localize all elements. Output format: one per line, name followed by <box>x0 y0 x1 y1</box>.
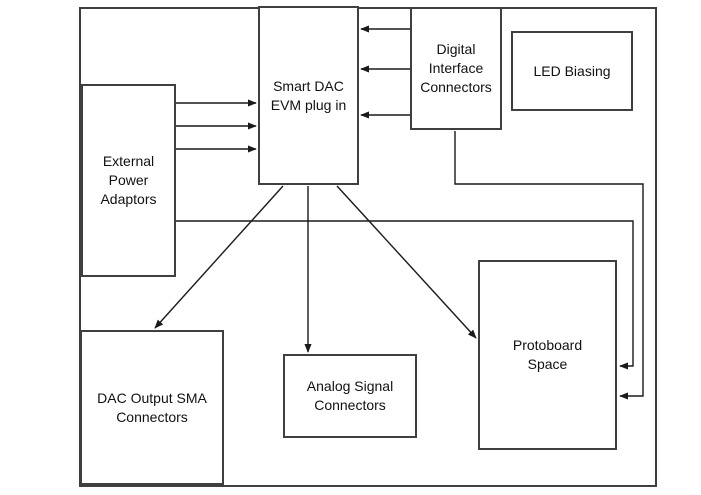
arrow-digital-to-protoboard <box>454 131 644 400</box>
box-digital-interface-connectors-label: Digital Interface Connectors <box>420 41 492 95</box>
box-analog-signal-connectors-label: Analog Signal Connectors <box>306 378 394 413</box>
box-protoboard-space: Protoboard Space <box>478 260 617 450</box>
box-external-power-adaptors-label: External Power Adaptors <box>100 153 157 207</box>
box-smart-dac-evm: Smart DAC EVM plug in <box>258 6 359 185</box>
arrow-dac-to-sma <box>154 185 284 329</box>
box-external-power-adaptors: External Power Adaptors <box>81 84 176 277</box>
box-smart-dac-evm-label: Smart DAC EVM plug in <box>270 77 347 113</box>
box-dac-output-sma-connectors: DAC Output SMA Connectors <box>80 330 224 485</box>
box-led-biasing: LED Biasing <box>511 31 633 111</box>
diagram-outer-border <box>79 7 657 487</box>
arrow-dac-to-protoboard <box>336 185 477 339</box>
box-analog-signal-connectors: Analog Signal Connectors <box>283 354 417 438</box>
box-digital-interface-connectors: Digital Interface Connectors <box>410 7 502 130</box>
box-dac-output-sma-connectors-label: DAC Output SMA Connectors <box>97 389 207 425</box>
arrow-power-to-protoboard <box>176 220 634 370</box>
box-protoboard-space-label: Protoboard Space <box>512 337 583 372</box>
box-led-biasing-label: LED Biasing <box>533 62 611 79</box>
